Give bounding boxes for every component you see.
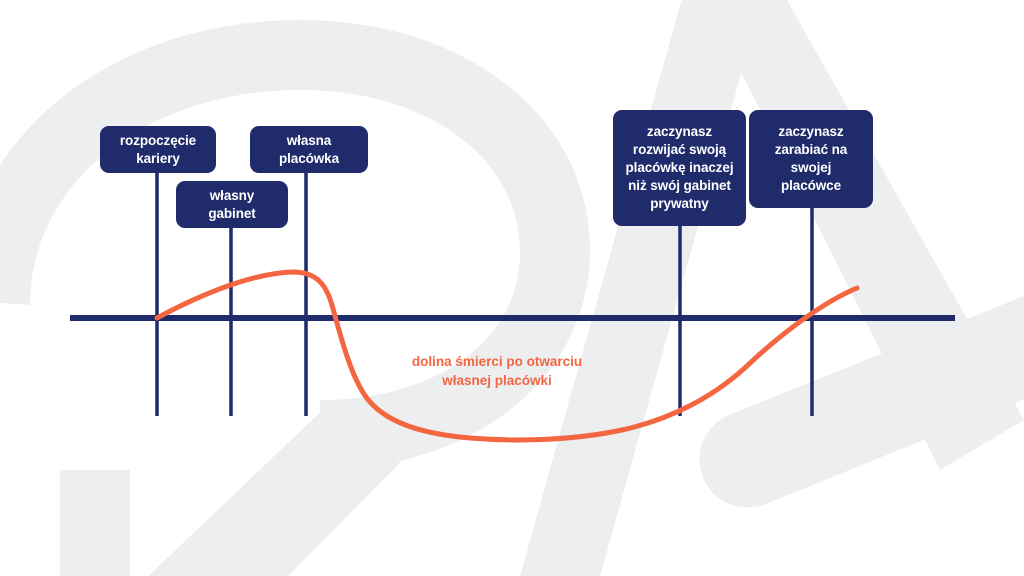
label-box-rozwijac-placowke[interactable]: zaczynasz rozwijać swoją placówkę inacze… xyxy=(613,110,746,226)
label-box-wlasna-placowka[interactable]: własna placówka xyxy=(250,126,368,173)
death-valley-caption: dolina śmierci po otwarciu własnej placó… xyxy=(411,354,583,389)
label-box-zarabiac-na-placowce[interactable]: zaczynasz zarabiać na swojej placówce xyxy=(749,110,873,208)
career-curve xyxy=(154,269,860,443)
label-box-rozpoczecie-kariery[interactable]: rozpoczęcie kariery xyxy=(100,126,216,173)
label-box-wlasny-gabinet[interactable]: własny gabinet xyxy=(176,181,288,228)
